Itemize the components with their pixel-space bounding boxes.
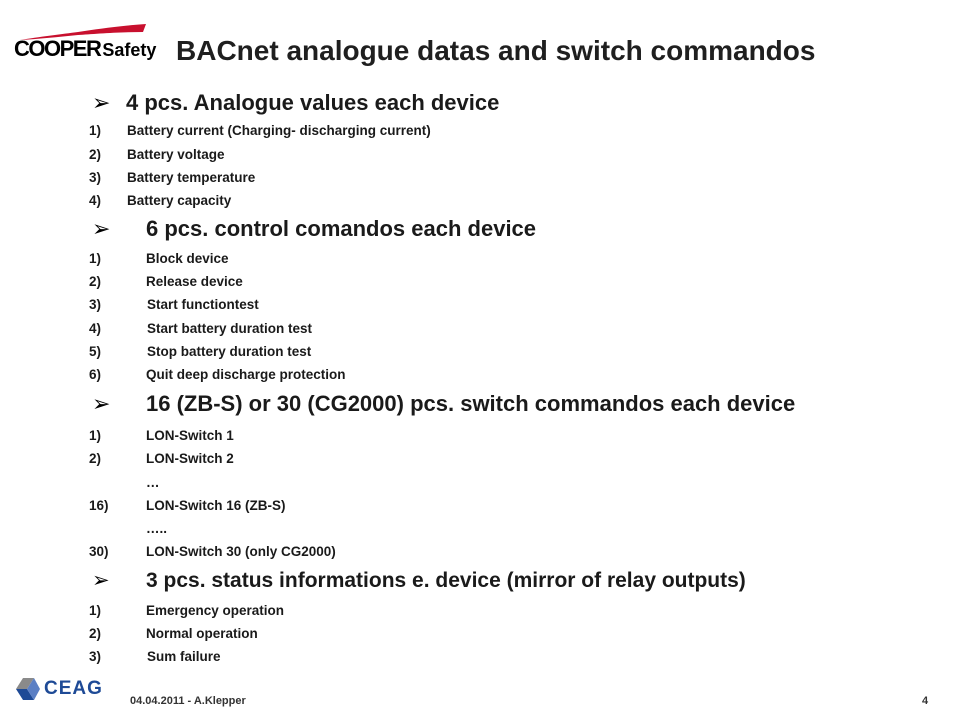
ceag-emblem-icon [16, 678, 40, 700]
list-item: 3)Start functiontest [89, 297, 259, 312]
section-heading-control: ➢ 6 pcs. control comandos each device [92, 218, 536, 240]
list-item: 3)Sum failure [89, 649, 221, 664]
arrow-bullet-icon: ➢ [92, 90, 111, 115]
list-item: 1)LON-Switch 1 [89, 428, 234, 443]
list-item: 3)Battery temperature [89, 170, 256, 185]
section-heading-switch: ➢ 16 (ZB-S) or 30 (CG2000) pcs. switch co… [92, 393, 795, 415]
arrow-bullet-icon: ➢ [92, 391, 111, 416]
ceag-wordmark: CEAG [44, 678, 103, 699]
list-item: 5)Stop battery duration test [89, 344, 312, 359]
list-item: 2)Release device [89, 274, 243, 289]
logo-arc-icon [20, 24, 146, 40]
section-heading-text: 16 (ZB-S) or 30 (CG2000) pcs. switch com… [146, 391, 796, 416]
section-heading-text: 3 pcs. status informations e. device (mi… [146, 569, 746, 592]
list-item: 1)Block device [89, 251, 229, 266]
section-heading-status: ➢ 3 pcs. status informations e. device (m… [92, 570, 746, 591]
logo-brand: COOPER [14, 36, 102, 61]
page-number: 4 [922, 695, 929, 707]
section-heading-text: 6 pcs. control comandos each device [146, 216, 537, 241]
list-item: 2)Normal operation [89, 626, 258, 641]
list-item: 6)Quit deep discharge protection [89, 367, 346, 382]
list-item: … [146, 475, 160, 490]
list-item: ….. [146, 521, 168, 536]
slide-title: BACnet analogue datas and switch command… [176, 35, 816, 66]
list-item: 2)Battery voltage [89, 147, 225, 162]
list-item: 4)Start battery duration test [89, 321, 313, 336]
section-heading-text: 4 pcs. Analogue values each device [126, 90, 500, 115]
list-item: 1)Emergency operation [89, 603, 285, 618]
arrow-bullet-icon: ➢ [92, 216, 111, 241]
footer-date-author: 04.04.2011 - A.Klepper [130, 695, 246, 707]
arrow-bullet-icon: ➢ [92, 569, 110, 592]
list-item: 30)LON-Switch 30 (only CG2000) [89, 544, 336, 559]
logo-suffix: Safety [102, 40, 157, 60]
section-heading-analogue: ➢ 4 pcs. Analogue values each device [92, 92, 499, 114]
ceag-logo: CEAG [14, 676, 104, 702]
list-item: 16)LON-Switch 16 (ZB-S) [89, 498, 286, 513]
list-item: 4)Battery capacity [89, 193, 232, 208]
list-item: 1)Battery current (Charging- discharging… [89, 123, 431, 138]
list-item: 2)LON-Switch 2 [89, 451, 234, 466]
